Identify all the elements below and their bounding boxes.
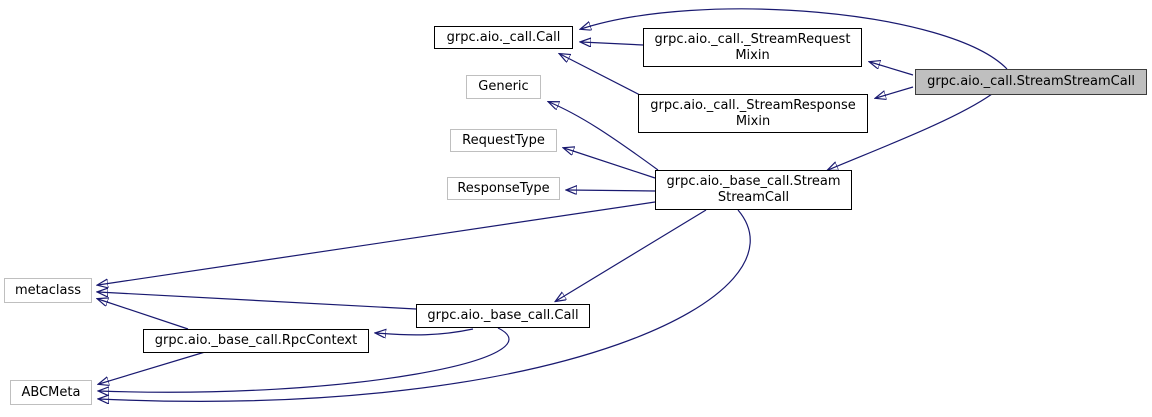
- edge-basestreamstreamcall-to-requesttype: [564, 148, 656, 179]
- edge-streamstreamcall-to-streamresponsemixin: [876, 86, 914, 98]
- edge-basecall-to-rpccontext: [376, 328, 474, 335]
- node-label-line2: Mixin: [735, 113, 771, 129]
- node-metaclass[interactable]: metaclass: [4, 278, 92, 303]
- node-requesttype[interactable]: RequestType: [450, 129, 557, 152]
- node-label-line2: Mixin: [735, 47, 770, 63]
- node-abcmeta[interactable]: ABCMeta: [10, 380, 92, 405]
- node-grpc-aio-call-streamstreamcall[interactable]: grpc.aio._call.StreamStreamCall: [915, 69, 1147, 95]
- node-label: Generic: [478, 79, 529, 94]
- node-label: grpc.aio._call.Call: [446, 29, 561, 45]
- node-grpc-aio-base-call-streamstreamcall[interactable]: grpc.aio._base_call.Stream StreamCall: [655, 170, 852, 210]
- node-label: grpc.aio._call.StreamStreamCall: [927, 74, 1135, 89]
- node-label: grpc.aio._base_call.RpcContext: [154, 333, 358, 348]
- edge-rpccontext-to-abcmeta: [99, 351, 206, 384]
- node-label: ABCMeta: [21, 384, 81, 400]
- node-label: ResponseType: [457, 180, 550, 196]
- node-grpc-aio-base-call-rpccontext[interactable]: grpc.aio._base_call.RpcContext: [143, 329, 369, 353]
- node-grpc-aio-call-streamresponsemixin[interactable]: grpc.aio._call._StreamResponse Mixin: [638, 94, 868, 133]
- node-label: metaclass: [15, 282, 81, 298]
- node-label: grpc.aio._base_call.Call: [427, 308, 579, 323]
- edge-rpccontext-to-metaclass: [98, 299, 189, 330]
- node-label-line1: grpc.aio._base_call.Stream: [666, 174, 841, 189]
- edge-streamstreamcall-to-streamrequestmixin: [870, 62, 914, 76]
- edge-streamresponsemixin-to-call: [560, 54, 641, 96]
- node-label-line2: StreamCall: [717, 190, 790, 205]
- node-label-line1: grpc.aio._call._StreamResponse: [650, 97, 856, 113]
- edge-basestreamstreamcall-to-responsetype: [567, 190, 656, 191]
- edge-basestreamstreamcall-to-generic: [549, 102, 659, 171]
- node-grpc-aio-call-streamrequestmixin[interactable]: grpc.aio._call._StreamRequest Mixin: [643, 28, 862, 67]
- edge-basecall-to-abcmeta: [99, 327, 510, 392]
- node-responsetype[interactable]: ResponseType: [447, 177, 560, 200]
- node-grpc-aio-call-call[interactable]: grpc.aio._call.Call: [434, 26, 573, 49]
- edge-streamrequestmixin-to-call: [581, 42, 644, 45]
- node-generic[interactable]: Generic: [466, 75, 541, 99]
- node-label: RequestType: [462, 132, 545, 148]
- edge-basestreamstreamcall-to-basecall: [556, 209, 707, 301]
- edge-basestreamstreamcall-to-metaclass: [98, 201, 656, 285]
- edge-basecall-to-metaclass: [98, 292, 417, 310]
- edge-streamstreamcall-to-call: [581, 8, 1008, 70]
- edge-basestreamstreamcall-to-abcmeta: [99, 209, 751, 401]
- node-grpc-aio-base-call-call[interactable]: grpc.aio._base_call.Call: [416, 304, 590, 328]
- node-label-line1: grpc.aio._call._StreamRequest: [654, 31, 851, 47]
- edge-streamstreamcall-to-basestreamstreamcall: [828, 93, 993, 170]
